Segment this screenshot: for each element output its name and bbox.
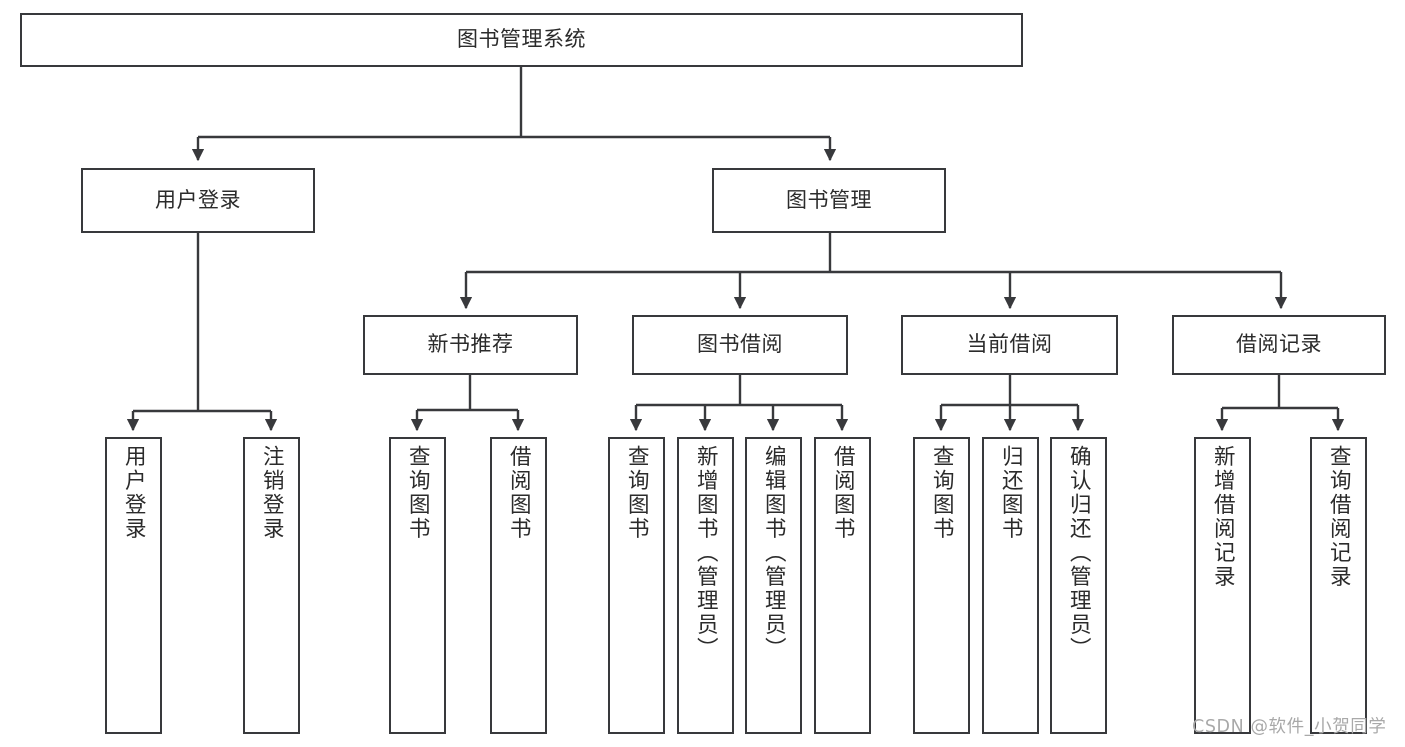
node-leaf-add-record-label: 新增借阅记录 bbox=[1210, 445, 1236, 589]
node-borrow-record-label: 借阅记录 bbox=[1236, 332, 1322, 357]
node-leaf-add-book-label: 新增图书（管理员） bbox=[693, 445, 719, 661]
node-leaf-query-book-2[interactable]: 查询图书 bbox=[608, 437, 665, 734]
node-book-borrow[interactable]: 图书借阅 bbox=[632, 315, 848, 375]
node-leaf-add-book[interactable]: 新增图书（管理员） bbox=[677, 437, 734, 734]
node-book-manage-label: 图书管理 bbox=[786, 187, 872, 212]
node-borrow-record[interactable]: 借阅记录 bbox=[1172, 315, 1386, 375]
node-new-book-recommend[interactable]: 新书推荐 bbox=[363, 315, 578, 375]
node-leaf-return-book[interactable]: 归还图书 bbox=[982, 437, 1039, 734]
node-leaf-query-book-1-label: 查询图书 bbox=[405, 445, 431, 541]
node-leaf-logout-label: 注销登录 bbox=[259, 445, 285, 541]
node-leaf-borrow-book-2[interactable]: 借阅图书 bbox=[814, 437, 871, 734]
node-current-borrow[interactable]: 当前借阅 bbox=[901, 315, 1118, 375]
node-book-borrow-label: 图书借阅 bbox=[697, 332, 783, 357]
node-leaf-return-book-label: 归还图书 bbox=[998, 445, 1024, 541]
node-leaf-add-record[interactable]: 新增借阅记录 bbox=[1194, 437, 1251, 734]
node-leaf-edit-book[interactable]: 编辑图书（管理员） bbox=[745, 437, 802, 734]
node-root-label: 图书管理系统 bbox=[457, 27, 586, 52]
node-user-login[interactable]: 用户登录 bbox=[81, 168, 315, 233]
node-leaf-query-book-3[interactable]: 查询图书 bbox=[913, 437, 970, 734]
node-new-book-recommend-label: 新书推荐 bbox=[427, 332, 514, 357]
node-leaf-borrow-book-1-label: 借阅图书 bbox=[506, 445, 532, 541]
node-leaf-user-login[interactable]: 用户登录 bbox=[105, 437, 162, 734]
node-leaf-borrow-book-1[interactable]: 借阅图书 bbox=[490, 437, 547, 734]
node-root[interactable]: 图书管理系统 bbox=[20, 13, 1023, 67]
node-leaf-user-login-label: 用户登录 bbox=[121, 445, 147, 541]
node-leaf-query-record-label: 查询借阅记录 bbox=[1326, 445, 1352, 589]
node-leaf-query-book-3-label: 查询图书 bbox=[929, 445, 955, 541]
node-leaf-confirm-return[interactable]: 确认归还（管理员） bbox=[1050, 437, 1107, 734]
node-user-login-label: 用户登录 bbox=[155, 187, 241, 212]
node-leaf-query-record[interactable]: 查询借阅记录 bbox=[1310, 437, 1367, 734]
node-current-borrow-label: 当前借阅 bbox=[966, 332, 1053, 357]
watermark-text: CSDN @软件_小贺同学 bbox=[1192, 717, 1387, 737]
node-leaf-logout[interactable]: 注销登录 bbox=[243, 437, 300, 734]
node-book-manage[interactable]: 图书管理 bbox=[712, 168, 946, 233]
node-leaf-query-book-1[interactable]: 查询图书 bbox=[389, 437, 446, 734]
node-leaf-query-book-2-label: 查询图书 bbox=[624, 445, 650, 541]
node-leaf-confirm-return-label: 确认归还（管理员） bbox=[1066, 445, 1092, 661]
node-leaf-edit-book-label: 编辑图书（管理员） bbox=[761, 445, 787, 661]
node-leaf-borrow-book-2-label: 借阅图书 bbox=[830, 445, 856, 541]
